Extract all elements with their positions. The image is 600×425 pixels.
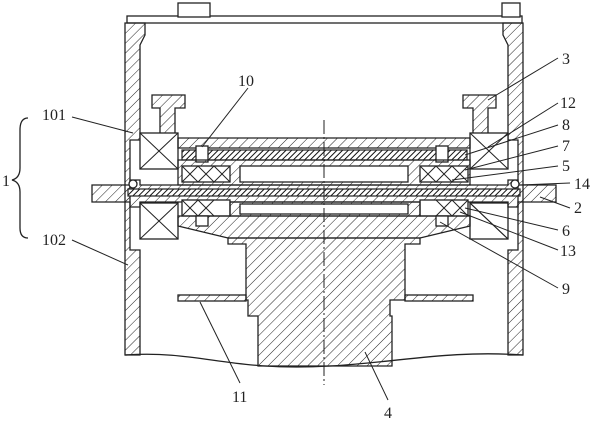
plate-11 xyxy=(177,294,474,302)
label-10: 10 xyxy=(238,73,254,90)
label-2: 2 xyxy=(574,200,582,217)
label-9: 9 xyxy=(562,281,570,298)
lower-ring xyxy=(229,201,421,217)
bearing-upper-left xyxy=(139,132,179,170)
break-line xyxy=(124,353,524,368)
top-cover xyxy=(126,2,523,24)
label-11: 11 xyxy=(232,389,247,406)
bearing-lower-left xyxy=(139,202,179,240)
label-3: 3 xyxy=(562,51,570,68)
label-1: 1 xyxy=(2,173,10,190)
housing-right-wall xyxy=(502,22,524,356)
label-5: 5 xyxy=(562,158,570,175)
label-8: 8 xyxy=(562,117,570,134)
bearing-mid-right xyxy=(419,165,469,183)
label-12: 12 xyxy=(560,95,576,112)
bearing-low-left xyxy=(181,199,231,217)
bearing-mid-left xyxy=(181,165,231,183)
leader-lines xyxy=(71,57,571,401)
label-101: 101 xyxy=(42,107,66,124)
label-7: 7 xyxy=(562,138,570,155)
label-13: 13 xyxy=(560,243,576,260)
label-6: 6 xyxy=(562,223,570,240)
label-102: 102 xyxy=(42,232,66,249)
bearing-low-right xyxy=(419,199,469,217)
bearing-lower-right xyxy=(469,202,509,240)
brace-1 xyxy=(11,117,29,239)
label-14: 14 xyxy=(574,176,590,193)
label-4: 4 xyxy=(384,405,392,422)
